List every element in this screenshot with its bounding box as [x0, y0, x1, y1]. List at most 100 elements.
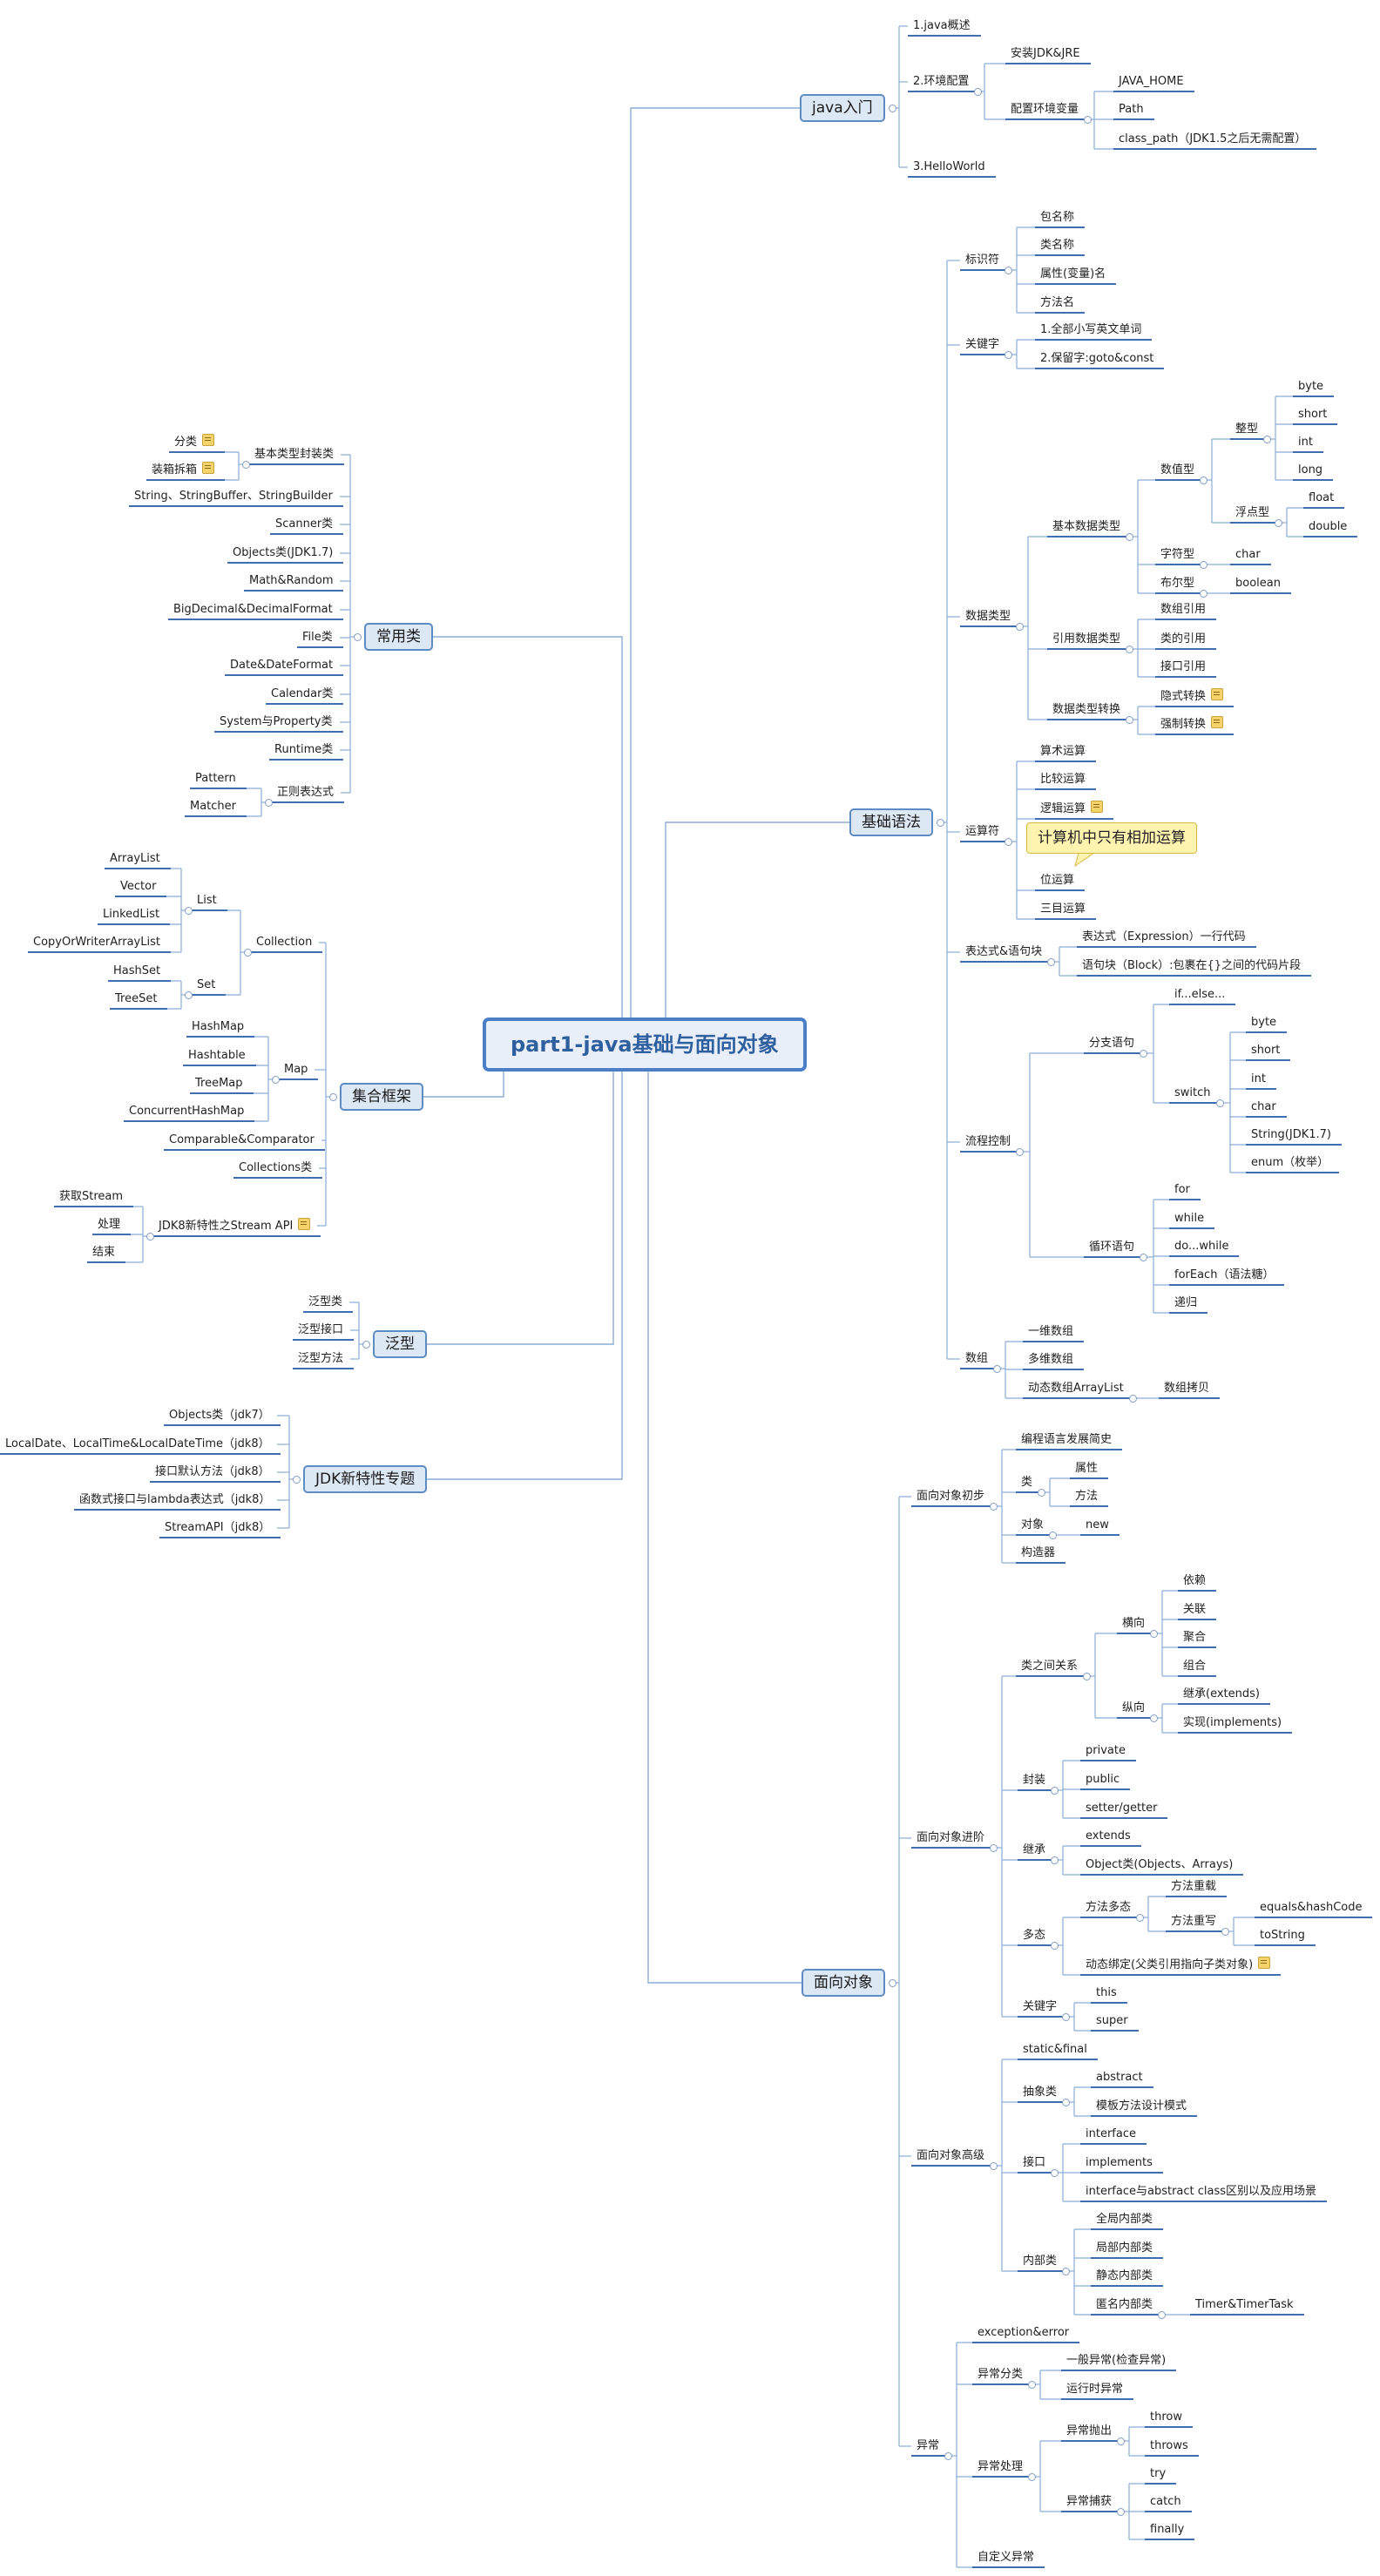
list[interactable]: List	[192, 894, 227, 911]
member-inner-class[interactable]: 全局内部类	[1091, 2213, 1164, 2230]
collapse-toggle[interactable]	[185, 907, 193, 915]
operator[interactable]: 运算符	[960, 825, 1011, 842]
new-keyword[interactable]: new	[1080, 1518, 1120, 1536]
to-string[interactable]: toString	[1255, 1929, 1316, 1946]
treemap[interactable]: TreeMap	[190, 1077, 254, 1094]
topic-generics[interactable]: 泛型	[373, 1330, 427, 1358]
arithmetic-op[interactable]: 算术运算	[1035, 745, 1097, 762]
collapse-toggle[interactable]	[354, 633, 362, 641]
classification[interactable]: 分类	[169, 434, 226, 453]
oop-keyword[interactable]: 关键字	[1018, 2000, 1068, 2018]
method[interactable]: 方法	[1070, 1490, 1109, 1507]
collapse-toggle[interactable]	[889, 105, 896, 112]
collapse-toggle[interactable]	[293, 1476, 301, 1484]
catch[interactable]: catch	[1145, 2495, 1192, 2512]
path-var[interactable]: Path	[1113, 103, 1154, 120]
exception-handling[interactable]: 异常处理	[972, 2460, 1034, 2478]
switch-enum[interactable]: enum（枚举）	[1246, 1156, 1340, 1173]
env-vars[interactable]: 配置环境变量	[1005, 103, 1090, 120]
float-type[interactable]: 浮点型	[1230, 506, 1281, 524]
keyword[interactable]: 关键字	[960, 338, 1011, 355]
oop-advanced[interactable]: 面向对象进阶	[911, 1831, 996, 1849]
collapse-toggle[interactable]	[1140, 1050, 1147, 1058]
topic-jdk-features[interactable]: JDK新特性专题	[303, 1465, 428, 1493]
collapse-toggle[interactable]	[1028, 2473, 1036, 2481]
collection[interactable]: Collection	[251, 936, 323, 953]
static-inner-class[interactable]: 静态内部类	[1091, 2269, 1164, 2287]
boxing-unboxing[interactable]: 装箱拆箱	[146, 462, 226, 481]
wrapper-class[interactable]: 基本类型封装类	[249, 448, 345, 465]
collapse-toggle[interactable]	[993, 1365, 1001, 1373]
method-overload[interactable]: 方法重载	[1166, 1880, 1228, 1897]
interface-reference[interactable]: 接口引用	[1155, 660, 1217, 678]
switch-char[interactable]: char	[1246, 1100, 1287, 1118]
extends[interactable]: extends	[1080, 1829, 1141, 1847]
super-keyword[interactable]: super	[1091, 2014, 1139, 2032]
common-class-item[interactable]: Date&DateFormat	[225, 659, 344, 676]
primitive-type[interactable]: 基本数据类型	[1047, 520, 1132, 538]
collapse-toggle[interactable]	[990, 1844, 998, 1852]
hashmap[interactable]: HashMap	[186, 1020, 255, 1038]
common-class-item[interactable]: BigDecimal&DecimalFormat	[168, 603, 343, 620]
dynamic-binding[interactable]: 动态绑定(父类引用指向子类对象)	[1080, 1957, 1282, 1976]
exception[interactable]: 异常	[911, 2439, 950, 2457]
collapse-toggle[interactable]	[1126, 646, 1133, 653]
hello-world[interactable]: 3.HelloWorld	[908, 160, 996, 178]
collapse-toggle[interactable]	[1005, 838, 1012, 846]
common-class-item[interactable]: File类	[297, 631, 343, 648]
collapse-toggle[interactable]	[1200, 477, 1208, 484]
composition[interactable]: 组合	[1178, 1660, 1217, 1677]
data-type[interactable]: 数据类型	[960, 610, 1022, 627]
regex[interactable]: 正则表达式	[272, 786, 345, 803]
object[interactable]: 对象	[1016, 1518, 1055, 1536]
type-double[interactable]: double	[1303, 520, 1358, 538]
collapse-toggle[interactable]	[1038, 1489, 1045, 1497]
collapse-toggle[interactable]	[1200, 561, 1208, 569]
note-icon[interactable]	[298, 1218, 311, 1230]
inherit-extends[interactable]: 继承(extends)	[1178, 1687, 1270, 1705]
exception-throwing[interactable]: 异常抛出	[1061, 2424, 1123, 2442]
collapse-toggle[interactable]	[1084, 116, 1092, 124]
statement-block[interactable]: 语句块（Block）:包裹在{}之间的代码片段	[1077, 959, 1312, 977]
char-type[interactable]: 字符型	[1155, 548, 1206, 565]
jdk-feature-item[interactable]: LocalDate、LocalTime&LocalDateTime（jdk8）	[0, 1437, 281, 1455]
collapse-toggle[interactable]	[1117, 2437, 1125, 2445]
attribute[interactable]: 属性	[1070, 1462, 1109, 1479]
flow-control[interactable]: 流程控制	[960, 1135, 1022, 1153]
implement-implements[interactable]: 实现(implements)	[1178, 1716, 1293, 1734]
keyword-reserved[interactable]: 2.保留字:goto&const	[1035, 352, 1165, 369]
topic-common-classes[interactable]: 常用类	[364, 623, 433, 651]
comparison-op[interactable]: 比较运算	[1035, 773, 1097, 790]
common-class-item[interactable]: String、StringBuffer、StringBuilder	[129, 490, 343, 507]
collapse-toggle[interactable]	[1083, 1673, 1091, 1680]
java-overview[interactable]: 1.java概述	[908, 19, 981, 37]
exception-catching[interactable]: 异常捕获	[1061, 2495, 1123, 2512]
collapse-toggle[interactable]	[1016, 1148, 1024, 1156]
switch[interactable]: switch	[1169, 1086, 1221, 1104]
collapse-toggle[interactable]	[1028, 2381, 1036, 2389]
branch-statement[interactable]: 分支语句	[1084, 1037, 1146, 1054]
expression[interactable]: 表达式（Expression）一行代码	[1077, 930, 1256, 948]
inner-class[interactable]: 内部类	[1018, 2255, 1068, 2272]
set[interactable]: Set	[192, 978, 227, 996]
collapse-toggle[interactable]	[1062, 2013, 1070, 2021]
collapse-toggle[interactable]	[362, 1341, 370, 1349]
class-reference[interactable]: 类的引用	[1155, 632, 1217, 650]
logical-op[interactable]: 逻辑运算	[1035, 801, 1114, 820]
collapse-toggle[interactable]	[1117, 2508, 1125, 2516]
jdk-feature-item[interactable]: 接口默认方法（jdk8）	[150, 1465, 281, 1483]
bool-type[interactable]: 布尔型	[1155, 577, 1206, 594]
type-float[interactable]: float	[1303, 491, 1345, 509]
interface-keyword[interactable]: interface	[1080, 2127, 1147, 2145]
get-stream[interactable]: 获取Stream	[54, 1190, 134, 1207]
one-dim-array[interactable]: 一维数组	[1023, 1325, 1085, 1342]
explicit-conversion[interactable]: 强制转换	[1155, 716, 1235, 735]
multi-dim-array[interactable]: 多维数组	[1023, 1353, 1085, 1370]
note-icon[interactable]	[202, 434, 215, 446]
topic-basic-syntax[interactable]: 基础语法	[849, 808, 933, 836]
collapse-toggle[interactable]	[1062, 2268, 1070, 2275]
finally[interactable]: finally	[1145, 2523, 1195, 2540]
hashtable[interactable]: Hashtable	[183, 1049, 256, 1066]
topic-java-intro[interactable]: java入门	[800, 94, 885, 122]
collapse-toggle[interactable]	[1216, 1099, 1224, 1107]
